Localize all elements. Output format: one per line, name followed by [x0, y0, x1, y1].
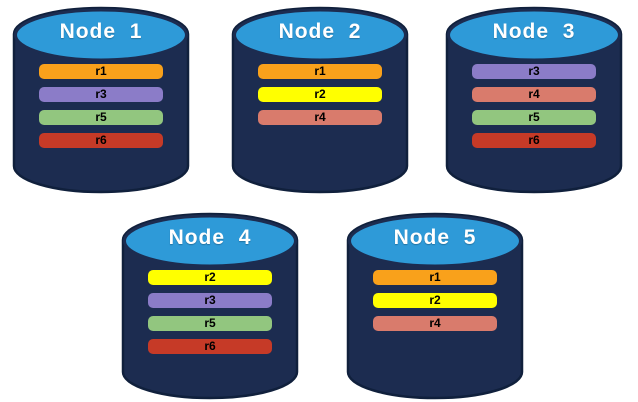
replica-bar: r5 — [472, 110, 596, 125]
replica-label: r4 — [528, 87, 540, 101]
replica-bar: r2 — [373, 293, 497, 308]
replica-label: r4 — [314, 110, 326, 124]
node-title: Node 4 — [168, 226, 252, 249]
replica-bar: r2 — [148, 270, 272, 285]
node-1: Node 1 r1 r3 r5 r6 — [12, 6, 190, 194]
replica-label: r2 — [429, 293, 441, 307]
node-title: Node 2 — [278, 20, 362, 43]
replica-bar: r3 — [472, 64, 596, 79]
replica-bar: r1 — [258, 64, 382, 79]
replica-bar: r6 — [148, 339, 272, 354]
replica-bar: r1 — [39, 64, 163, 79]
cylinder-top — [447, 8, 621, 62]
replica-label: r5 — [528, 110, 540, 124]
replica-bar: r6 — [39, 133, 163, 148]
node-title: Node 5 — [393, 226, 477, 249]
cylinder-top — [123, 214, 297, 268]
replica-bar: r2 — [258, 87, 382, 102]
replica-label: r2 — [204, 270, 216, 284]
node-title: Node 1 — [59, 20, 143, 43]
replica-label: r6 — [204, 339, 216, 353]
replica-bar: r3 — [39, 87, 163, 102]
cylinder-top — [233, 8, 407, 62]
replica-bar: r4 — [258, 110, 382, 125]
replica-label: r5 — [95, 110, 107, 124]
node-title: Node 3 — [492, 20, 576, 43]
replica-label: r1 — [314, 64, 326, 78]
replica-label: r6 — [95, 133, 107, 147]
replica-bar: r1 — [373, 270, 497, 285]
replica-label: r4 — [429, 316, 441, 330]
replica-label: r2 — [314, 87, 326, 101]
replica-label: r1 — [429, 270, 441, 284]
node-5: Node 5 r1 r2 r4 — [346, 212, 524, 400]
replica-bar: r6 — [472, 133, 596, 148]
cylinder-top — [14, 8, 188, 62]
replica-bar: r3 — [148, 293, 272, 308]
replica-bar: r5 — [148, 316, 272, 331]
node-4: Node 4 r2 r3 r5 r6 — [121, 212, 299, 400]
replica-label: r1 — [95, 64, 107, 78]
cylinder-top — [348, 214, 522, 268]
replica-label: r6 — [528, 133, 540, 147]
replica-bar: r4 — [472, 87, 596, 102]
replica-label: r5 — [204, 316, 216, 330]
replica-label: r3 — [528, 64, 540, 78]
node-2: Node 2 r1 r2 r4 — [231, 6, 409, 194]
replica-label: r3 — [95, 87, 107, 101]
replica-label: r3 — [204, 293, 216, 307]
replica-bar: r5 — [39, 110, 163, 125]
replica-bar: r4 — [373, 316, 497, 331]
node-3: Node 3 r3 r4 r5 r6 — [445, 6, 623, 194]
